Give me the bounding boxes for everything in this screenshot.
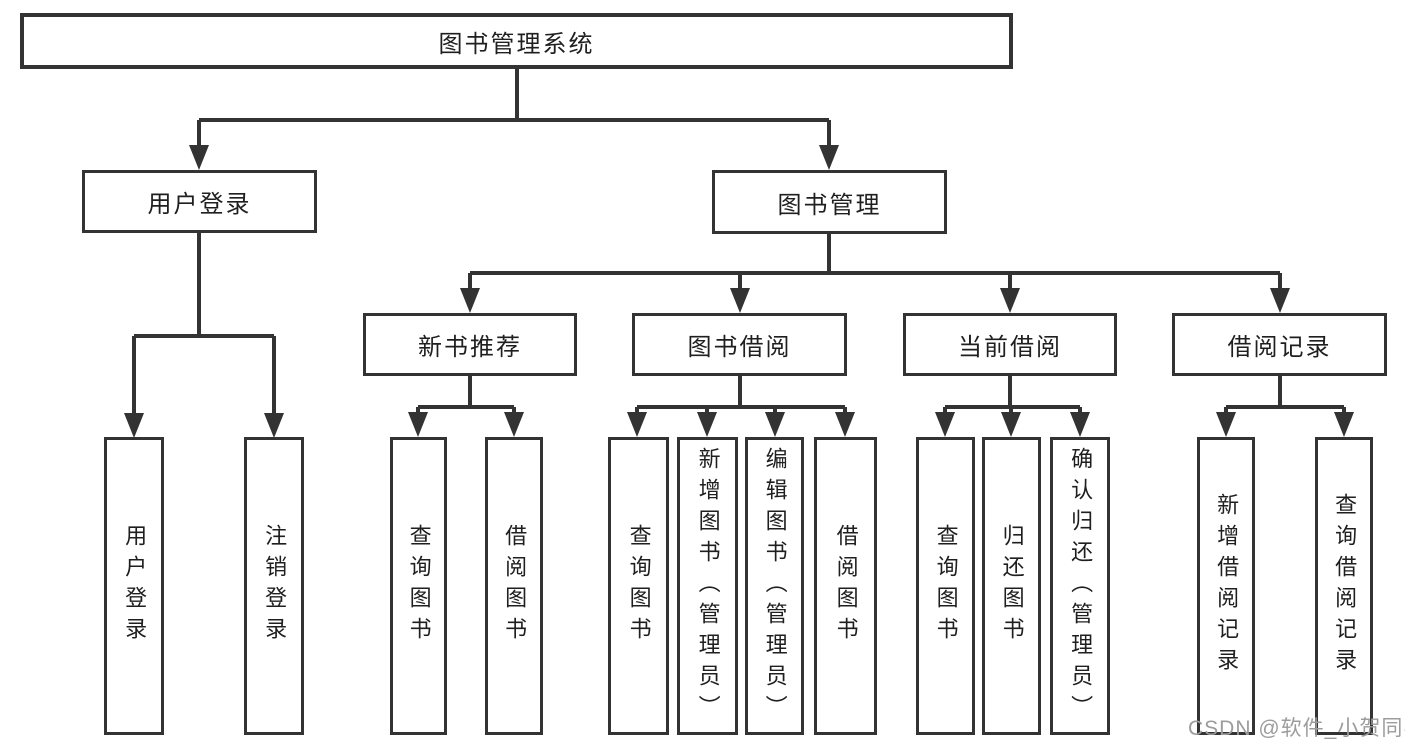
- leaf-query-books-borrowing: 查询图书: [608, 437, 669, 735]
- arrowhead-icon: [504, 412, 524, 437]
- leaf-add-borrow-record: 新增借阅记录: [1197, 437, 1255, 735]
- leaf-borrow-books-label: 借阅图书: [833, 524, 859, 648]
- node-book-management-system: 图书管理系统: [20, 13, 1013, 69]
- leaf-borrow-books-recommend-label: 借阅图书: [502, 524, 528, 648]
- arrowhead-icon: [697, 412, 717, 437]
- leaf-query-books-current: 查询图书: [916, 437, 975, 735]
- leaf-query-borrow-record-label: 查询借阅记录: [1332, 493, 1358, 679]
- arrowhead-icon: [935, 412, 955, 437]
- leaf-user-login: 用户登录: [104, 437, 164, 735]
- leaf-query-books-recommend-label: 查询图书: [406, 524, 432, 648]
- leaf-logout: 注销登录: [244, 437, 304, 735]
- leaf-query-books-borrowing-label: 查询图书: [626, 524, 652, 648]
- node-borrowing-records: 借阅记录: [1172, 313, 1387, 376]
- arrowhead-icon: [460, 288, 480, 313]
- arrowhead-icon: [1270, 288, 1290, 313]
- node-book-borrowing: 图书借阅: [632, 313, 847, 376]
- node-user-login: 用户登录: [82, 170, 317, 233]
- arrowhead-icon: [1001, 412, 1021, 437]
- arrowhead-icon: [189, 145, 209, 170]
- leaf-query-borrow-record: 查询借阅记录: [1315, 437, 1373, 735]
- arrowhead-icon: [835, 412, 855, 437]
- node-current-borrowing: 当前借阅: [903, 313, 1117, 376]
- node-book-management: 图书管理: [712, 170, 947, 234]
- leaf-add-book-admin-label: 新增图书（管理员）: [695, 446, 721, 726]
- arrowhead-icon: [1334, 412, 1354, 437]
- arrowhead-icon: [730, 288, 750, 313]
- arrowhead-icon: [765, 412, 785, 437]
- arrowhead-icon: [1000, 288, 1020, 313]
- node-new-book-recommend: 新书推荐: [363, 313, 577, 376]
- leaf-query-books-current-label: 查询图书: [933, 524, 959, 648]
- watermark-text: CSDN @软件_小贺同学: [1188, 717, 1405, 740]
- leaf-return-books-label: 归还图书: [999, 524, 1025, 648]
- arrowhead-icon: [819, 145, 839, 170]
- leaf-confirm-return-admin-label: 确认归还（管理员）: [1068, 446, 1094, 726]
- leaf-user-login-label: 用户登录: [122, 524, 148, 648]
- arrowhead-icon: [264, 413, 284, 438]
- arrowhead-icon: [1070, 412, 1090, 437]
- leaf-borrow-books: 借阅图书: [814, 437, 877, 735]
- leaf-add-borrow-record-label: 新增借阅记录: [1214, 493, 1240, 679]
- arrowhead-icon: [408, 412, 428, 437]
- leaf-confirm-return-admin: 确认归还（管理员）: [1050, 437, 1110, 735]
- leaf-edit-book-admin: 编辑图书（管理员）: [745, 437, 804, 735]
- arrowhead-icon: [124, 413, 144, 438]
- leaf-edit-book-admin-label: 编辑图书（管理员）: [762, 446, 788, 726]
- leaf-logout-label: 注销登录: [262, 524, 288, 648]
- arrowhead-icon: [627, 412, 647, 437]
- leaf-add-book-admin: 新增图书（管理员）: [677, 437, 738, 735]
- leaf-query-books-recommend: 查询图书: [390, 437, 447, 735]
- leaf-borrow-books-recommend: 借阅图书: [485, 437, 543, 735]
- leaf-return-books: 归还图书: [982, 437, 1041, 735]
- arrowhead-icon: [1216, 412, 1236, 437]
